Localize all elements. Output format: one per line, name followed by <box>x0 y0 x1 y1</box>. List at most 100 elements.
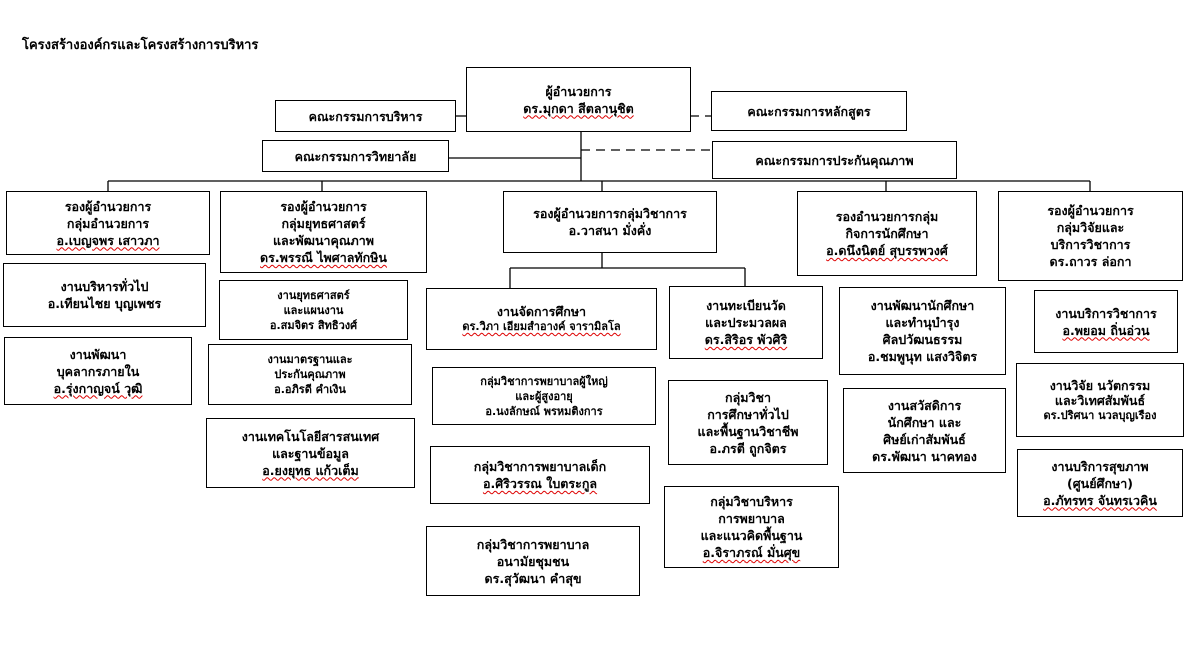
deputy-group: กลุ่มยุทธศาสตร์ <box>281 216 366 231</box>
unit-head: อ.เทียนไชย บุญเพชร <box>47 296 162 311</box>
unit-general-box: งานบริหารทั่วไป อ.เทียนไชย บุญเพชร <box>3 263 206 327</box>
deputy-name: อ.ดนึงนิตย์ สุบรรพวงศ์ <box>826 243 948 258</box>
unit-title: และฐานข้อมูล <box>272 445 349 461</box>
unit-title: การศึกษาทั่วไป <box>707 406 789 422</box>
committee-curriculum-box: คณะกรรมการหลักสูตร <box>711 91 907 131</box>
unit-head: อ.ยงยุทธ แก้วเต็ม <box>262 462 359 478</box>
unit-title: ประกันคุณภาพ <box>274 368 346 381</box>
deputy-academic-box: รองผู้อำนวยการกลุ่มวิชาการ อ.วาสนา มั่งค… <box>503 191 717 253</box>
unit-research-box: งานวิจัย นวัตกรรม และวิเทศสัมพันธ์ ดร.ปร… <box>1016 363 1184 437</box>
unit-head: ดร.สิริอร พัวศิริ <box>704 332 788 347</box>
deputy-name: ดร.พรรณี ไพศาลทักษิน <box>260 250 387 265</box>
deputy-group: กลุ่มวิจัยและ <box>1056 220 1125 235</box>
deputy-strategy-box: รองผู้อำนวยการ กลุ่มยุทธศาสตร์ และพัฒนาค… <box>220 191 427 273</box>
unit-registry-box: งานทะเบียนวัด และประมวลผล ดร.สิริอร พัวศ… <box>669 286 823 359</box>
deputy-name: อ.เบญจพร เสาวภา <box>56 232 160 248</box>
deputy-name: อ.วาสนา มั่งคั่ง <box>568 223 652 238</box>
unit-title: กลุ่มวิชาการพยาบาล <box>476 536 590 552</box>
unit-title: งานยุทธศาสตร์ <box>277 288 350 302</box>
unit-plan-box: งานยุทธศาสตร์ และแผนงาน อ.สมจิตร สิทธิวง… <box>219 280 408 340</box>
director-name: ดร.มุกดา สีตลานุชิต <box>523 100 634 116</box>
unit-title: กลุ่มวิชาการพยาบาลเด็ก <box>473 459 607 474</box>
committee-quality-label: คณะกรรมการประกันคุณภาพ <box>755 152 914 168</box>
unit-title: งานมาตรฐานและ <box>267 353 353 366</box>
unit-health-service-box: งานบริการสุขภาพ (ศูนย์ศึกษา) อ.ภัทรทร จั… <box>1017 449 1183 517</box>
unit-qa-box: งานมาตรฐานและ ประกันคุณภาพ อ.อภิรดี คำเง… <box>208 344 412 405</box>
unit-title: อนามัยชุมชน <box>496 553 570 569</box>
unit-title: กลุ่มวิชา <box>725 389 771 405</box>
unit-title: และพื้นฐานวิชาชีพ <box>697 423 799 439</box>
deputy-role: รองอำนวยการกลุ่ม <box>835 209 939 224</box>
unit-head: อ.อภิรดี คำเงิน <box>274 383 346 396</box>
unit-title: กลุ่มวิชาบริหาร <box>710 494 793 509</box>
unit-title: และผู้สูงอายุ <box>515 389 573 403</box>
unit-head: อ.จิราภรณ์ มั่นศุข <box>702 545 801 560</box>
deputy-name: ดร.ถาวร ล่อกา <box>1049 254 1132 269</box>
unit-title: (ศูนย์ศึกษา) <box>1067 475 1133 491</box>
unit-head: อ.สมจิตร สิทธิวงศ์ <box>269 318 358 332</box>
unit-adult-nursing-box: กลุ่มวิชาการพยาบาลผู้ใหญ่ และผู้สูงอายุ … <box>432 367 656 425</box>
unit-title: งานทะเบียนวัด <box>706 298 786 313</box>
unit-edu-mgmt-box: งานจัดการศึกษา ดร.วิภา เอียมสำอางค์ จารา… <box>426 288 657 350</box>
committee-college-label: คณะกรรมการวิทยาลัย <box>294 148 417 164</box>
unit-it-box: งานเทคโนโลยีสารสนเทศ และฐานข้อมูล อ.ยงยุ… <box>206 418 415 488</box>
unit-title: ศิลปวัฒนธรรม <box>882 332 963 347</box>
unit-head: อ.นงลักษณ์ พรหมติงการ <box>485 404 603 418</box>
unit-title: งานพัฒนานักศึกษา <box>870 298 975 313</box>
deputy-research-box: รองผู้อำนวยการ กลุ่มวิจัยและ บริการวิชาก… <box>998 191 1183 281</box>
unit-title: การพยาบาล <box>718 511 785 526</box>
unit-head: ดร.พัฒนา นาคทอง <box>872 448 977 464</box>
unit-nursing-admin-box: กลุ่มวิชาบริหาร การพยาบาล และแนวคิดพื้นฐ… <box>664 486 839 568</box>
unit-head: ดร.วิภา เอียมสำอางค์ จารามิลโล <box>462 320 621 333</box>
deputy-role: รองผู้อำนวยการ <box>280 199 367 214</box>
unit-hrd-box: งานพัฒนา บุคลากรภายใน อ.รุ่งกาญจน์ วุฒิ <box>4 337 192 405</box>
director-role: ผู้อำนวยการ <box>545 83 612 99</box>
unit-head: อ.รุ่งกาญจน์ วุฒิ <box>53 380 143 396</box>
committee-curriculum-label: คณะกรรมการหลักสูตร <box>747 103 871 119</box>
deputy-student-box: รองอำนวยการกลุ่ม กิจการนักศึกษา อ.ดนึงนิ… <box>797 191 977 276</box>
committee-quality-box: คณะกรรมการประกันคุณภาพ <box>712 141 957 179</box>
deputy-director-group-box: รองผู้อำนวยการ กลุ่มอำนวยการ อ.เบญจพร เส… <box>6 191 210 255</box>
unit-title: ศิษย์เก่าสัมพันธ์ <box>883 431 966 447</box>
page-title: โครงสร้างองค์กรและโครงสร้างการบริหาร <box>22 38 259 53</box>
unit-head: อ.ชมพูนุท แสงวิจิตร <box>867 349 978 364</box>
deputy-role: รองผู้อำนวยการกลุ่มวิชาการ <box>533 206 687 221</box>
deputy-role: รองผู้อำนวยการ <box>1047 203 1134 218</box>
unit-title: บุคลากรภายใน <box>56 363 140 379</box>
unit-title: และแนวคิดพื้นฐาน <box>700 528 803 543</box>
unit-title: และประมวลผล <box>705 315 787 330</box>
committee-college-box: คณะกรรมการวิทยาลัย <box>262 140 449 172</box>
unit-student-dev-box: งานพัฒนานักศึกษา และทำนุบำรุง ศิลปวัฒนธร… <box>839 287 1006 375</box>
unit-title: งานบริหารทั่วไป <box>60 279 149 294</box>
unit-title: งานวิจัย นวัตกรรม <box>1049 377 1151 393</box>
deputy-group: กิจการนักศึกษา <box>845 226 929 241</box>
deputy-group: กลุ่มอำนวยการ <box>66 215 150 231</box>
unit-title: และแผนงาน <box>283 303 344 317</box>
committee-admin-label: คณะกรรมการบริหาร <box>308 108 423 124</box>
unit-title: งานสวัสดิการ <box>887 397 962 413</box>
unit-academic-service-box: งานบริการวิชาการ อ.พยอม ถิ่นอ่วน <box>1034 290 1178 353</box>
deputy-group: บริการวิชาการ <box>1050 237 1131 252</box>
unit-head: อ.ภรตี ถูกจิตร <box>709 440 787 456</box>
unit-head: อ.ภัทรทร จันทรเวคิน <box>1043 492 1157 508</box>
deputy-group: และพัฒนาคุณภาพ <box>273 233 374 248</box>
unit-head: อ.ศิริวรรณ ใบตระกูล <box>482 476 598 491</box>
unit-title: และวิเทศสัมพันธ์ <box>1054 392 1146 408</box>
unit-welfare-box: งานสวัสดิการ นักศึกษา และ ศิษย์เก่าสัมพั… <box>843 388 1006 473</box>
unit-child-nursing-box: กลุ่มวิชาการพยาบาลเด็ก อ.ศิริวรรณ ใบตระก… <box>430 446 650 504</box>
committee-admin-box: คณะกรรมการบริหาร <box>275 100 456 132</box>
unit-title: นักศึกษา และ <box>887 414 962 430</box>
unit-head: ดร.สุวัฒนา คำสุข <box>484 570 582 586</box>
unit-title: งานจัดการศึกษา <box>496 304 587 319</box>
unit-community-nursing-box: กลุ่มวิชาการพยาบาล อนามัยชุมชน ดร.สุวัฒน… <box>426 526 640 596</box>
unit-title: งานบริการสุขภาพ <box>1051 458 1149 474</box>
unit-title: งานเทคโนโลยีสารสนเทศ <box>241 428 380 444</box>
unit-title: งานพัฒนา <box>69 346 127 362</box>
unit-title: งานบริการวิชาการ <box>1055 305 1157 321</box>
unit-gen-ed-box: กลุ่มวิชา การศึกษาทั่วไป และพื้นฐานวิชาช… <box>668 380 828 465</box>
director-box: ผู้อำนวยการ ดร.มุกดา สีตลานุชิต <box>466 67 691 132</box>
deputy-role: รองผู้อำนวยการ <box>64 198 152 214</box>
unit-head: อ.พยอม ถิ่นอ่วน <box>1062 322 1150 338</box>
